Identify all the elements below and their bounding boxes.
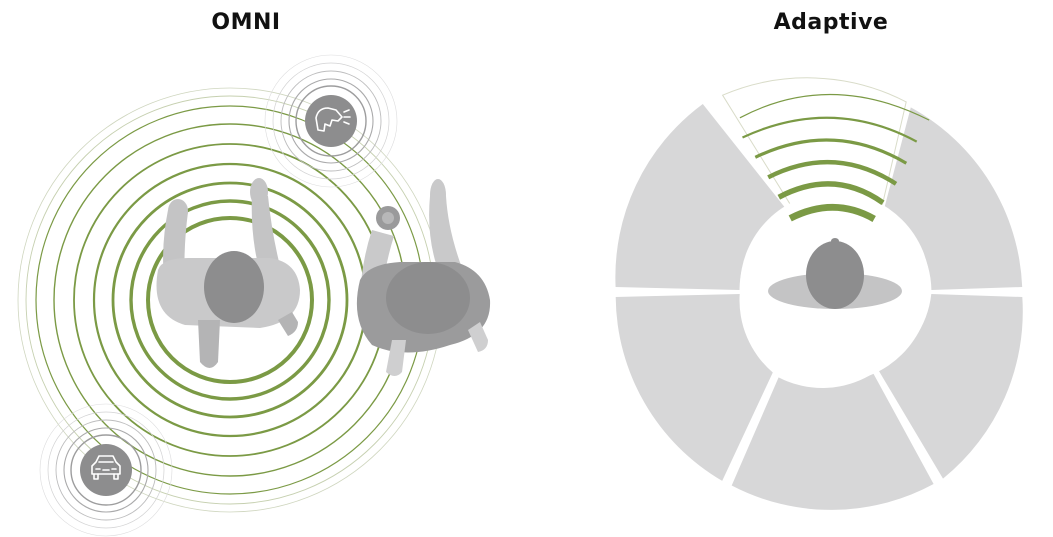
adaptive-diagram	[615, 77, 1023, 510]
omni-title: OMNI	[211, 10, 281, 35]
car-icon	[91, 455, 121, 480]
omni-diagram	[17, 54, 491, 537]
companion-person	[356, 179, 491, 376]
adaptive-title: Adaptive	[773, 10, 889, 35]
car-noise-source	[39, 403, 173, 537]
listener-person	[156, 178, 300, 368]
dog-noise-source	[264, 54, 398, 188]
adaptive-sectors	[615, 104, 1023, 510]
adaptive-listener	[768, 238, 902, 309]
dog-bark-icon	[315, 107, 351, 132]
adaptive-beam-arcs	[739, 93, 930, 222]
